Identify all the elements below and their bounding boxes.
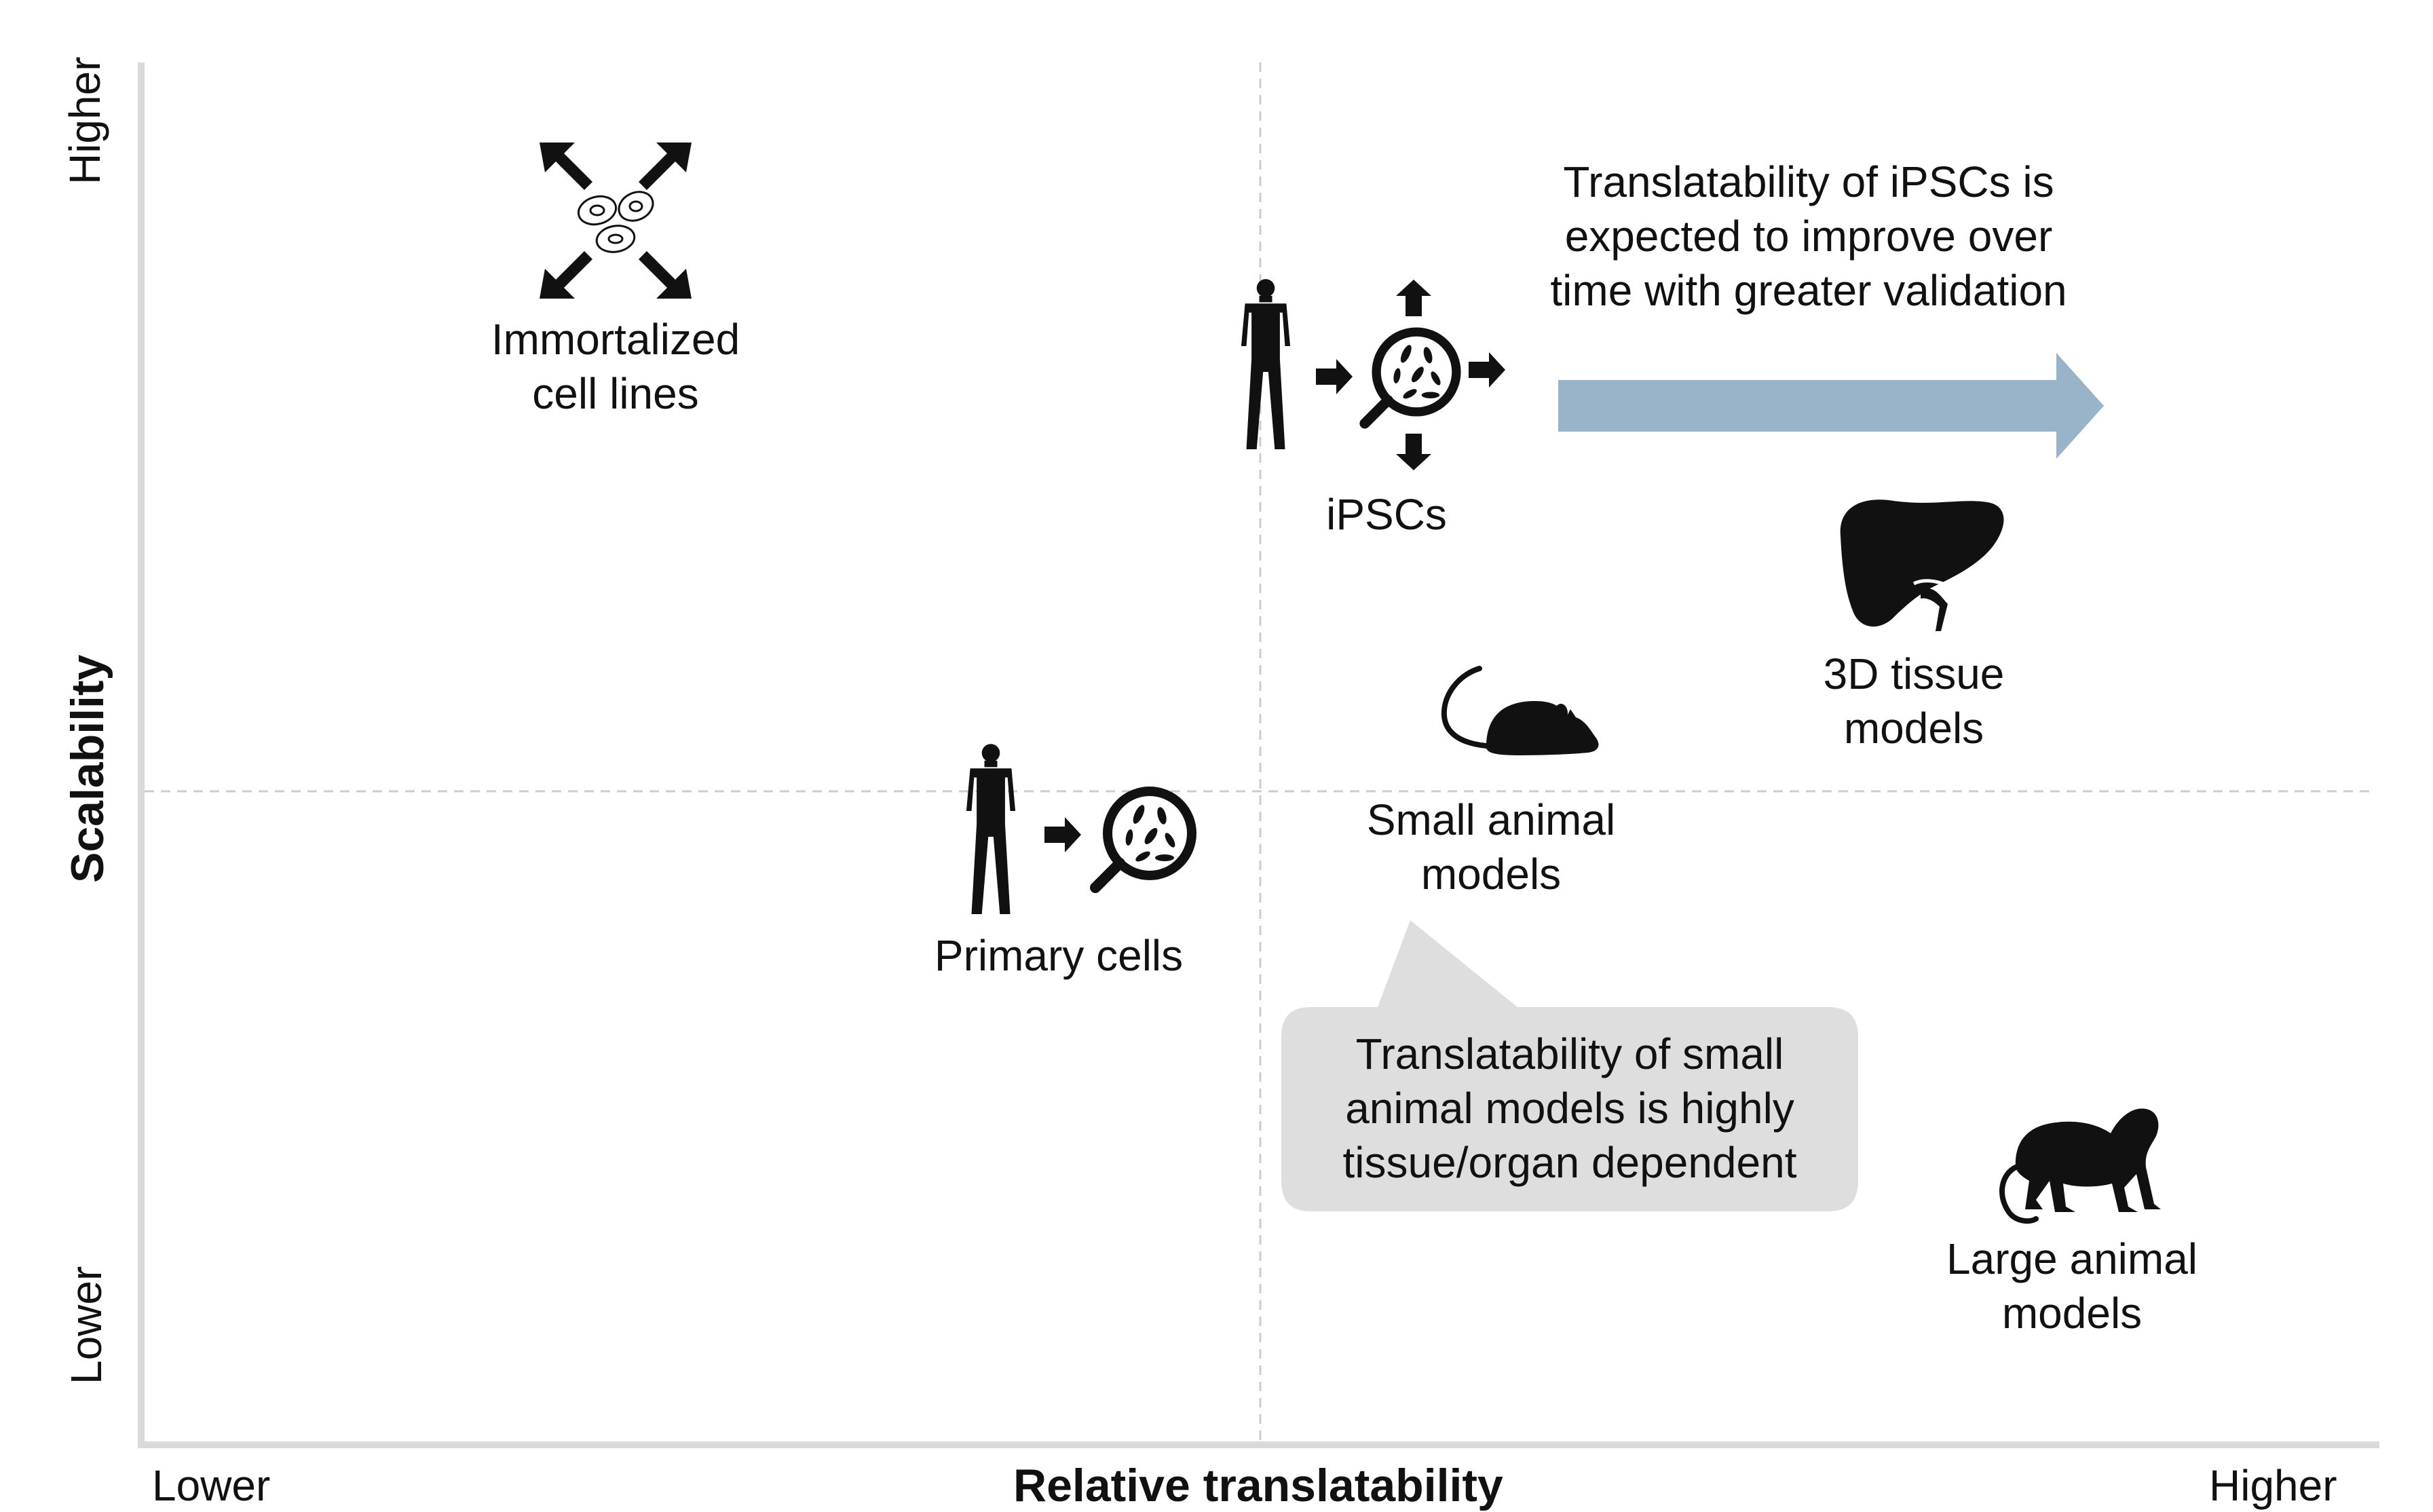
- note-line: Translatability of iPSCs is: [1563, 157, 2054, 206]
- expanding-cells-icon: [540, 143, 692, 299]
- label-line: models: [1420, 850, 1562, 899]
- x-axis-high-label: Higher: [2209, 1461, 2337, 1510]
- label-large-animal-models: Large animal models: [1902, 1232, 2242, 1340]
- label-line: Immortalized: [491, 315, 740, 364]
- label-line: 3D tissue: [1823, 649, 2005, 698]
- label-line: Large animal: [1946, 1234, 2198, 1283]
- note-line: Translatability of small: [1355, 1029, 1784, 1078]
- label-line: iPSCs: [1326, 490, 1447, 539]
- note-line: expected to improve over: [1564, 212, 2053, 261]
- mouse-icon: [1441, 666, 1599, 755]
- label-line: cell lines: [532, 369, 699, 418]
- note-line: time with greater validation: [1550, 266, 2067, 315]
- ipsc-note: Translatability of iPSCs is expected to …: [1503, 155, 2114, 318]
- label-ipscs: iPSCs: [1251, 487, 1522, 542]
- label-line: models: [1843, 704, 1984, 753]
- note-line: tissue/organ dependent: [1342, 1138, 1797, 1187]
- small-animal-callout-text: Translatability of small animal models i…: [1281, 1027, 1858, 1190]
- y-axis-high-label: Higher: [60, 56, 109, 185]
- label-line: Small animal: [1366, 795, 1616, 844]
- label-3d-tissue-models: 3D tissue models: [1744, 647, 2083, 755]
- x-axis-title: Relative translatability: [1013, 1460, 1503, 1511]
- human-to-cells-expanding-icon: [1241, 279, 1505, 470]
- note-line: animal models is highly: [1345, 1084, 1794, 1133]
- label-primary-cells: Primary cells: [889, 928, 1228, 983]
- human-to-cells-icon: [966, 744, 1192, 914]
- y-axis-low-label: Lower: [62, 1266, 111, 1384]
- liver-icon: [1840, 499, 2004, 631]
- label-immortalized-cell-lines: Immortalized cell lines: [446, 312, 785, 421]
- monkey-icon: [1999, 1108, 2161, 1224]
- callout-bubble: [1281, 920, 1858, 1211]
- label-small-animal-models: Small animal models: [1321, 793, 1661, 901]
- label-line: Primary cells: [934, 931, 1184, 980]
- x-axis-low-label: Lower: [152, 1461, 271, 1510]
- label-line: models: [2001, 1289, 2143, 1338]
- trend-arrow-icon: [1558, 353, 2104, 459]
- y-axis-title: Scalability: [62, 654, 113, 883]
